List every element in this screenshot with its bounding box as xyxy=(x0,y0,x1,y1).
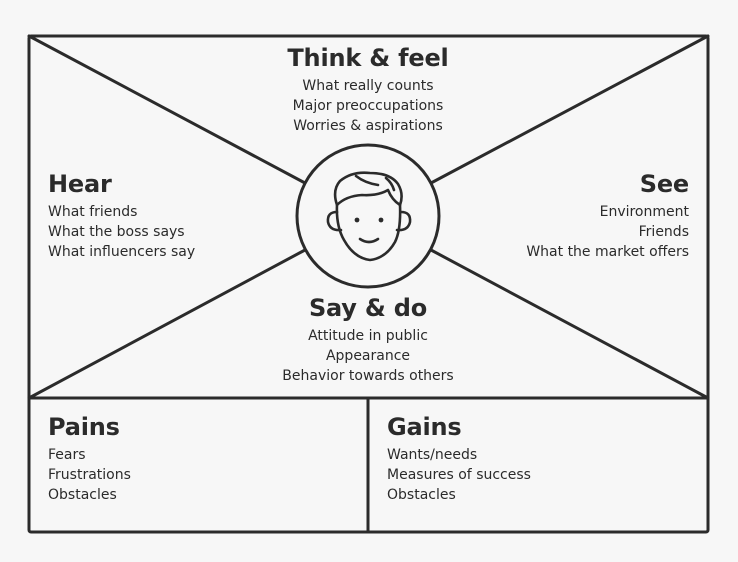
list-item: What really counts xyxy=(302,78,434,94)
item-list: What friends What the boss says What inf… xyxy=(48,202,248,262)
section-pains: Pains Fears Frustrations Obstacles xyxy=(48,413,348,505)
diagonal-bottom-left xyxy=(27,248,307,400)
section-title: Gains xyxy=(387,413,462,441)
section-title: See xyxy=(639,170,689,198)
item-list: Environment Friends What the market offe… xyxy=(490,202,689,262)
list-item: Measures of success xyxy=(387,467,531,483)
diagonal-top-left xyxy=(27,34,307,185)
list-item: Obstacles xyxy=(387,487,456,503)
list-item: What the boss says xyxy=(48,224,185,240)
section-title: Think & feel xyxy=(287,44,449,72)
item-list: What really counts Major preoccupations … xyxy=(218,76,518,136)
section-say-do: Say & do Attitude in public Appearance B… xyxy=(218,294,518,386)
section-title: Hear xyxy=(48,170,112,198)
list-item: Major preoccupations xyxy=(292,98,444,114)
list-item: Attitude in public xyxy=(308,328,428,344)
center-circle xyxy=(295,143,441,289)
section-title: Say & do xyxy=(308,294,428,322)
item-list: Attitude in public Appearance Behavior t… xyxy=(218,326,518,386)
diagonal-top-right xyxy=(429,34,710,185)
section-think-feel: Think & feel What really counts Major pr… xyxy=(218,44,518,136)
section-hear: Hear What friends What the boss says Wha… xyxy=(48,170,248,262)
list-item: Appearance xyxy=(325,348,411,364)
list-item: Wants/needs xyxy=(387,447,478,463)
list-item: What the market offers xyxy=(526,244,689,260)
list-item: What friends xyxy=(48,204,138,220)
item-list: Wants/needs Measures of success Obstacle… xyxy=(387,445,687,505)
list-item: What influencers say xyxy=(48,244,196,260)
item-list: Fears Frustrations Obstacles xyxy=(48,445,348,505)
list-item: Behavior towards others xyxy=(282,368,454,384)
list-item: Environment xyxy=(599,204,689,220)
section-gains: Gains Wants/needs Measures of success Ob… xyxy=(387,413,687,505)
list-item: Friends xyxy=(638,224,689,240)
list-item: Frustrations xyxy=(48,467,131,483)
list-item: Fears xyxy=(48,447,86,463)
list-item: Obstacles xyxy=(48,487,117,503)
face-icon xyxy=(326,171,412,262)
diagonal-bottom-right xyxy=(429,248,710,400)
section-title: Pains xyxy=(48,413,120,441)
section-see: See Environment Friends What the market … xyxy=(490,170,689,262)
list-item: Worries & aspirations xyxy=(293,118,443,134)
